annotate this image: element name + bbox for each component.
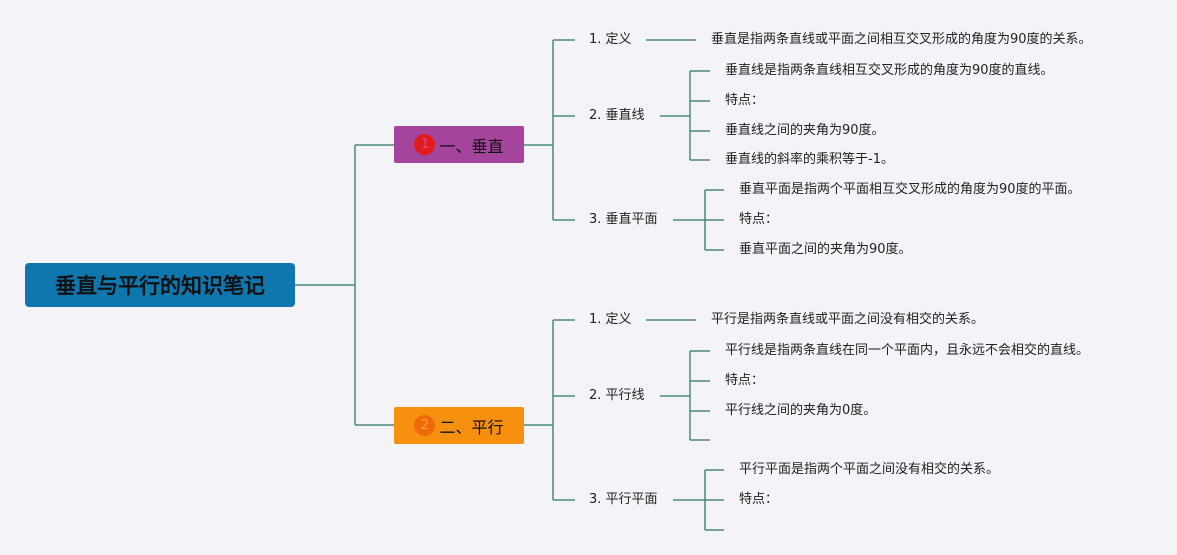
- leaf-item[interactable]: 特点：: [725, 373, 765, 388]
- main-topic-label: 一、垂直: [439, 136, 504, 156]
- main-topic-label: 二、平行: [439, 417, 504, 437]
- priority-1-badge-icon: 1: [414, 134, 436, 155]
- leaf-item[interactable]: 特点：: [739, 212, 779, 227]
- leaf-item[interactable]: 平行平面是指两个平面之间没有相交的关系。: [739, 462, 1000, 477]
- root-topic[interactable]: 垂直与平行的知识笔记: [25, 263, 295, 307]
- leaf-definition-text[interactable]: 平行是指两条直线或平面之间没有相交的关系。: [711, 312, 985, 327]
- main-topic-perpendicular[interactable]: 1 一、垂直: [394, 126, 524, 163]
- subtopic-parallel-line[interactable]: 2. 平行线: [589, 388, 645, 403]
- main-topic-parallel[interactable]: 2 二、平行: [394, 407, 524, 444]
- subtopic-perpendicular-plane[interactable]: 3. 垂直平面: [589, 212, 658, 227]
- leaf-item[interactable]: 垂直线是指两条直线相互交叉形成的角度为90度的直线。: [725, 63, 1054, 78]
- leaf-item[interactable]: 垂直平面是指两个平面相互交叉形成的角度为90度的平面。: [739, 182, 1081, 197]
- leaf-item[interactable]: 垂直线的斜率的乘积等于-1。: [725, 152, 894, 167]
- leaf-item[interactable]: 特点：: [739, 492, 779, 507]
- leaf-item[interactable]: 特点：: [725, 93, 765, 108]
- leaf-item[interactable]: 垂直线之间的夹角为90度。: [725, 123, 885, 138]
- leaf-item[interactable]: 垂直平面之间的夹角为90度。: [739, 242, 912, 257]
- leaf-item[interactable]: 平行线是指两条直线在同一个平面内，且永远不会相交的直线。: [725, 343, 1090, 358]
- leaf-item[interactable]: 平行线之间的夹角为0度。: [725, 403, 877, 418]
- subtopic-perpendicular-line[interactable]: 2. 垂直线: [589, 108, 645, 123]
- subtopic-definition[interactable]: 1. 定义: [589, 32, 632, 47]
- priority-2-badge-icon: 2: [414, 415, 436, 436]
- root-topic-label: 垂直与平行的知识笔记: [55, 274, 265, 298]
- subtopic-parallel-plane[interactable]: 3. 平行平面: [589, 492, 658, 507]
- leaf-definition-text[interactable]: 垂直是指两条直线或平面之间相互交叉形成的角度为90度的关系。: [711, 32, 1092, 47]
- subtopic-definition[interactable]: 1. 定义: [589, 312, 632, 327]
